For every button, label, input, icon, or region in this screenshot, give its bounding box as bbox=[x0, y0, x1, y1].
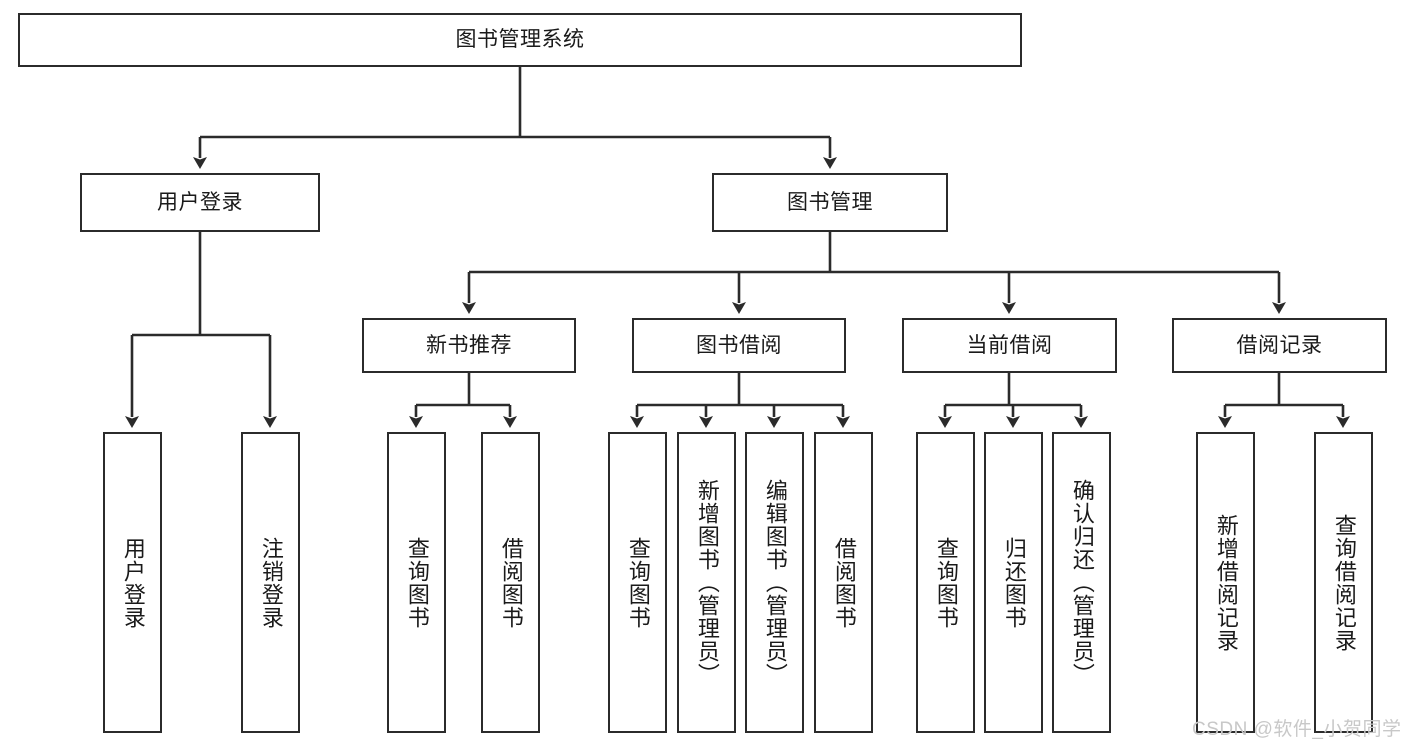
node-label: 查询借阅记录 bbox=[1331, 513, 1357, 652]
node-leaf-user-login[interactable]: 用户登录 bbox=[103, 432, 162, 733]
node-label: 借阅图书 bbox=[498, 536, 524, 629]
node-current-borrow[interactable]: 当前借阅 bbox=[902, 318, 1117, 373]
connector-lines bbox=[125, 67, 1350, 428]
node-leaf-query-record[interactable]: 查询借阅记录 bbox=[1314, 432, 1373, 733]
node-label: 图书管理 bbox=[787, 190, 873, 214]
node-book-borrow[interactable]: 图书借阅 bbox=[632, 318, 846, 373]
node-label: 借阅图书 bbox=[831, 536, 857, 629]
node-label: 当前借阅 bbox=[966, 333, 1053, 357]
node-leaf-borrow-book-2[interactable]: 借阅图书 bbox=[814, 432, 873, 733]
node-leaf-query-book-3[interactable]: 查询图书 bbox=[916, 432, 975, 733]
node-label: 用户登录 bbox=[120, 536, 146, 629]
watermark-label: CSDN @软件_小贺同学 bbox=[1192, 719, 1402, 740]
node-borrow-record[interactable]: 借阅记录 bbox=[1172, 318, 1387, 373]
node-label: 确认归还（管理员） bbox=[1069, 479, 1095, 686]
node-leaf-user-logout[interactable]: 注销登录 bbox=[241, 432, 300, 733]
node-label: 编辑图书（管理员） bbox=[762, 479, 788, 686]
node-leaf-return-book[interactable]: 归还图书 bbox=[984, 432, 1043, 733]
node-label: 新增图书（管理员） bbox=[694, 479, 720, 686]
node-label: 图书管理系统 bbox=[455, 28, 585, 52]
node-new-book-recommend[interactable]: 新书推荐 bbox=[362, 318, 576, 373]
node-label: 借阅记录 bbox=[1236, 333, 1323, 357]
node-book-manage[interactable]: 图书管理 bbox=[712, 173, 948, 232]
node-leaf-edit-book[interactable]: 编辑图书（管理员） bbox=[745, 432, 804, 733]
node-label: 查询图书 bbox=[625, 536, 651, 629]
node-label: 新增借阅记录 bbox=[1213, 513, 1239, 652]
node-leaf-confirm-return[interactable]: 确认归还（管理员） bbox=[1052, 432, 1111, 733]
node-root[interactable]: 图书管理系统 bbox=[18, 13, 1022, 67]
node-user-login[interactable]: 用户登录 bbox=[80, 173, 320, 232]
node-label: 图书借阅 bbox=[696, 333, 782, 357]
node-leaf-query-book-1[interactable]: 查询图书 bbox=[387, 432, 446, 733]
node-label: 注销登录 bbox=[258, 536, 284, 629]
node-leaf-query-book-2[interactable]: 查询图书 bbox=[608, 432, 667, 733]
node-label: 查询图书 bbox=[933, 536, 959, 629]
node-label: 归还图书 bbox=[1001, 536, 1027, 629]
node-label: 用户登录 bbox=[157, 190, 243, 214]
node-label: 查询图书 bbox=[404, 536, 430, 629]
node-leaf-add-record[interactable]: 新增借阅记录 bbox=[1196, 432, 1255, 733]
node-leaf-borrow-book-1[interactable]: 借阅图书 bbox=[481, 432, 540, 733]
node-label: 新书推荐 bbox=[426, 333, 512, 357]
node-leaf-add-book[interactable]: 新增图书（管理员） bbox=[677, 432, 736, 733]
